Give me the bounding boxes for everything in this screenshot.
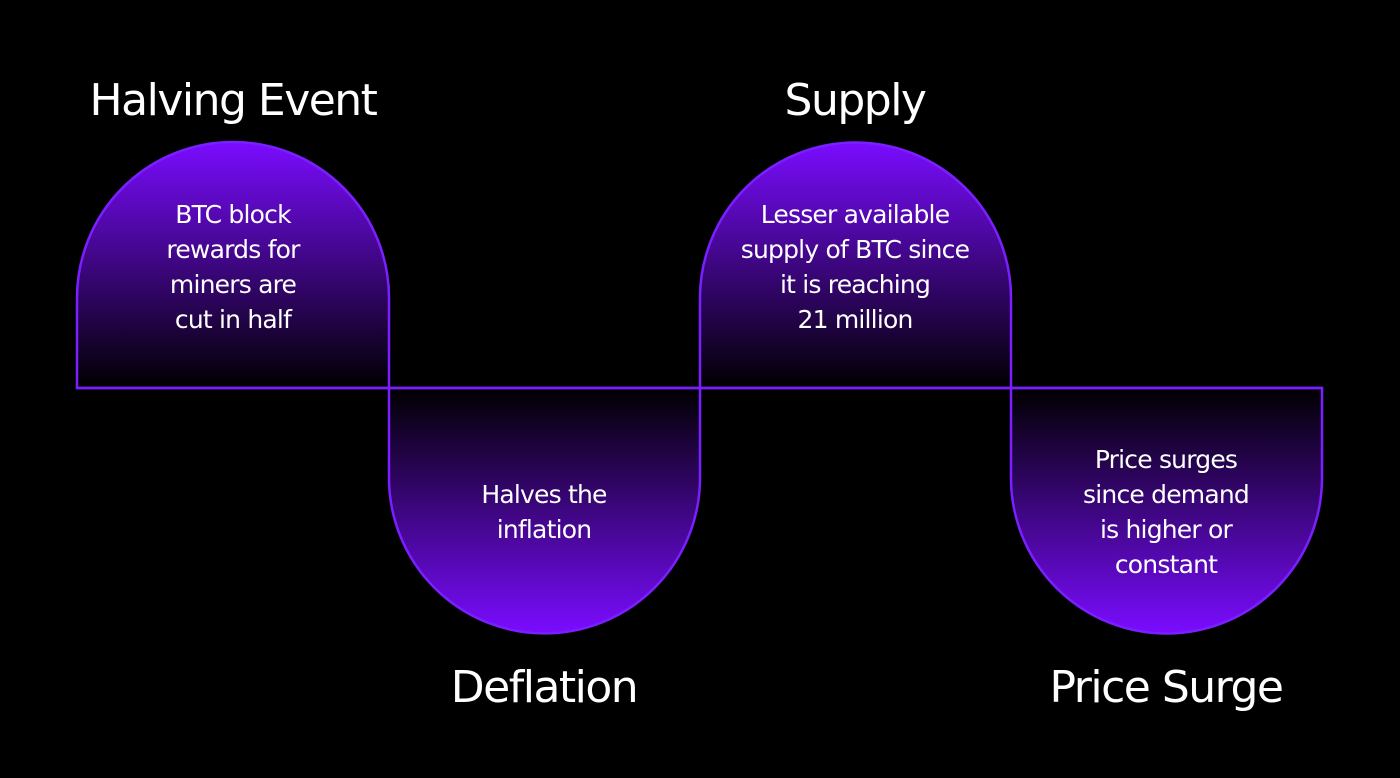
halving-event-dome	[75, 140, 391, 390]
desc-line: cut in half	[174, 305, 292, 334]
desc-line: rewards for	[166, 235, 300, 264]
desc-line: Price surges	[1094, 445, 1238, 474]
stage-desc-deflation: Halves the inflation	[404, 477, 684, 547]
desc-line: supply of BTC since	[740, 235, 970, 264]
desc-line: constant	[1114, 550, 1218, 579]
stage-title-deflation: Deflation	[450, 662, 639, 713]
deflation-bowl	[387, 386, 702, 635]
stage-desc-supply: Lesser available supply of BTC since it …	[715, 197, 995, 337]
desc-line: inflation	[496, 515, 592, 544]
stage-title-supply: Supply	[784, 75, 927, 126]
desc-line: it is reaching	[779, 270, 931, 299]
desc-line: 21 million	[797, 305, 913, 334]
supply-dome	[698, 141, 1013, 390]
desc-line: is higher or	[1099, 515, 1233, 544]
price-surge-bowl	[1009, 386, 1324, 635]
desc-line: BTC block	[175, 200, 291, 229]
desc-line: Lesser available	[760, 200, 950, 229]
stage-title-price-surge: Price Surge	[1049, 662, 1284, 713]
desc-line: miners are	[169, 270, 297, 299]
stage-desc-price-surge: Price surges since demand is higher or c…	[1026, 442, 1306, 582]
desc-line: since demand	[1083, 480, 1250, 509]
stage-title-halving-event: Halving Event	[89, 75, 378, 126]
stage-desc-halving-event: BTC block rewards for miners are cut in …	[93, 197, 373, 337]
desc-line: Halves the	[481, 480, 607, 509]
